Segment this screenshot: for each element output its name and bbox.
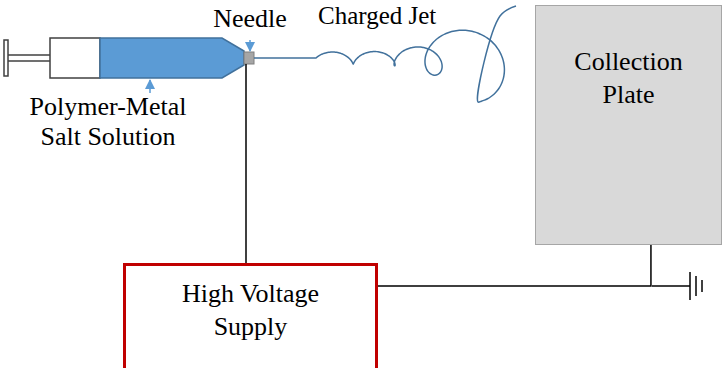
ground-wire [652, 285, 690, 287]
plunger-rod [8, 54, 50, 56]
collection-plate: Collection Plate [535, 5, 722, 245]
part-label: Needle [200, 4, 300, 34]
ground-symbol [689, 272, 691, 300]
supply-wire [378, 245, 651, 286]
ground-symbol [701, 280, 703, 292]
leader-arrow [249, 40, 251, 51]
plunger-handle [4, 40, 8, 76]
part-label: Polymer-Metal Salt Solution [18, 92, 198, 152]
node-label: Collection Plate [554, 46, 704, 111]
leader-arrow [149, 80, 151, 93]
power-supply-box: High Voltage Supply [123, 263, 378, 368]
needle-wire [245, 64, 247, 264]
ground-symbol [695, 276, 697, 296]
syringe-barrel [50, 38, 100, 78]
plunger-rod [8, 60, 50, 62]
needle-symbol [244, 52, 254, 64]
node-label: High Voltage Supply [156, 278, 346, 343]
part-label: Charged Jet [318, 2, 468, 30]
polymer-solution [100, 38, 244, 78]
